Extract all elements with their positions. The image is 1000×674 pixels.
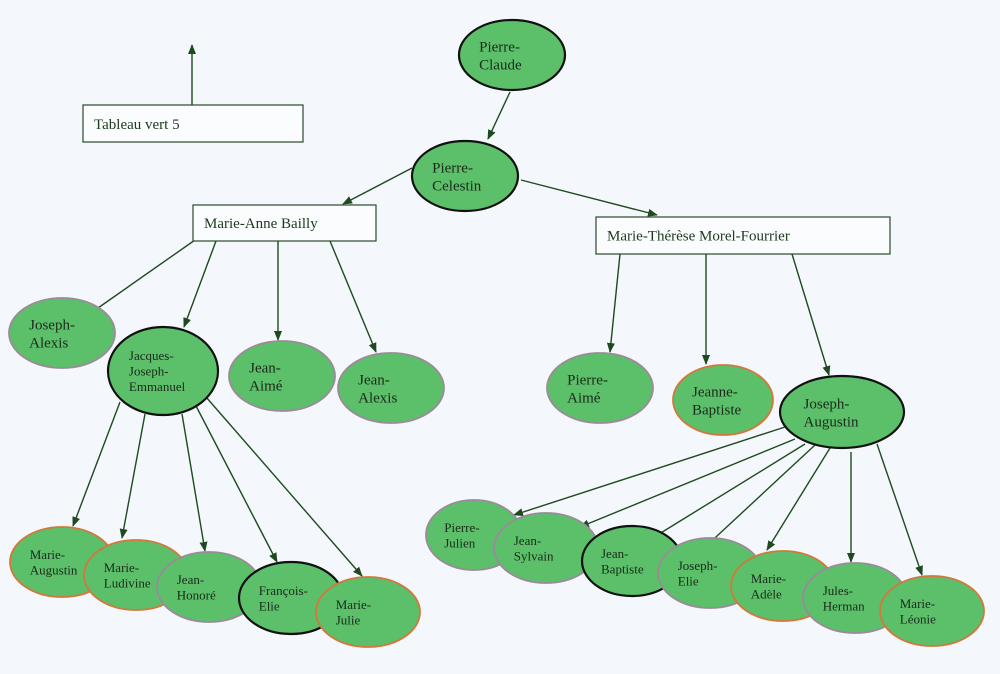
title-box-group: Tableau vert 5 (82, 44, 304, 143)
person-name-line: Marie- (751, 571, 786, 586)
person-name-line: Marie- (30, 547, 65, 562)
edge-joseph-augustin-to-marie-adele (766, 447, 831, 551)
person-name-line: Honoré (177, 587, 216, 602)
person-name-line: Joseph- (29, 317, 75, 333)
spouse-name: Marie-Thérèse Morel-Fourrier (607, 229, 790, 245)
person-name-line: Aimé (249, 378, 283, 394)
edge-jacques-joseph-emmanuel-to-francois-elie (194, 403, 278, 563)
person-name-line: Jean- (249, 360, 281, 376)
person-ellipse (546, 352, 654, 424)
edge-joseph-augustin-to-pierre-julien (513, 426, 786, 517)
person-name-line: Adèle (751, 586, 782, 601)
spouse-name: Marie-Anne Bailly (204, 216, 318, 232)
person-node-jean-baptiste: Jean-Baptiste (580, 524, 684, 598)
edge-jacques-joseph-emmanuel-to-marie-augustin (72, 401, 121, 527)
person-name-line: Joseph- (804, 396, 850, 412)
edge-marie-anne-bailly-to-joseph-alexis (87, 239, 196, 316)
person-node-jeanne-baptiste: Jeanne- Baptiste (672, 364, 774, 436)
person-name-line: Aimé (567, 390, 601, 406)
person-name-line: Pierre- (479, 39, 520, 55)
person-node-jean-alexis: Jean- Alexis (337, 352, 445, 424)
person-node-marie-julie: Marie-Julie (315, 576, 421, 648)
person-name-line: Jacques- (129, 348, 174, 363)
person-name-line: Emmanuel (129, 379, 186, 394)
person-node-joseph-augustin: Joseph- Augustin (778, 374, 906, 450)
person-ellipse (672, 364, 774, 436)
title-box-label: Tableau vert 5 (94, 117, 180, 133)
spouse-box-marie-anne-bailly: Marie-Anne Bailly (192, 204, 377, 242)
edge-jacques-joseph-emmanuel-to-jean-honore (181, 413, 208, 552)
person-ellipse (8, 297, 116, 369)
edge-joseph-augustin-to-marie-leonie (876, 443, 923, 576)
person-name-line: Baptiste (601, 561, 644, 576)
person-ellipse (337, 352, 445, 424)
edge-joseph-augustin-to-joseph-elie (702, 444, 816, 550)
person-node-pierre-claude: Pierre- Claude (457, 18, 567, 92)
person-name-line: Pierre- (444, 520, 479, 535)
person-ellipse (410, 139, 520, 213)
spouse-box-frame (192, 204, 377, 242)
edge-marie-anne-bailly-to-jacques-joseph-emmanuel (183, 240, 217, 328)
person-node-pierre-aime: Pierre- Aimé (546, 352, 654, 424)
edge-joseph-augustin-to-jean-baptiste (650, 443, 806, 540)
person-name-line: Claude (479, 57, 522, 73)
edges-layer (72, 91, 923, 577)
edge-pierre-celestin-to-marie-therese-morel-fourrier (520, 179, 658, 217)
person-name-line: Pierre- (432, 160, 473, 176)
person-name-line: Augustin (30, 562, 78, 577)
person-name-line: Jeanne- (692, 384, 738, 400)
person-ellipse (879, 575, 985, 647)
person-name-line: Celestin (432, 178, 482, 194)
person-name-line: Marie- (104, 560, 139, 575)
person-node-jacques-joseph-emmanuel: Jacques-Joseph-Emmanuel (106, 325, 220, 417)
edge-marie-therese-morel-fourrier-to-joseph-augustin (791, 253, 831, 376)
edge-joseph-augustin-to-jean-sylvain (579, 438, 796, 528)
edge-pierre-claude-to-pierre-celestin (487, 91, 511, 140)
person-name-line: Jean- (601, 546, 628, 561)
edge-pierre-celestin-to-marie-anne-bailly (342, 167, 413, 205)
person-name-line: Alexis (29, 335, 68, 351)
person-name-line: Léonie (900, 611, 936, 626)
person-name-line: Baptiste (692, 402, 742, 418)
person-name-line: Alexis (358, 390, 397, 406)
person-node-jean-sylvain: Jean-Sylvain (493, 512, 599, 584)
person-name-line: Jean- (177, 572, 204, 587)
person-node-pierre-celestin: Pierre- Celestin (410, 139, 520, 213)
person-ellipse (315, 576, 421, 648)
spouse-box-frame (595, 216, 891, 255)
person-name-line: Jean- (514, 533, 541, 548)
person-name-line: Jules- (823, 583, 853, 598)
person-name-line: Jean- (358, 372, 390, 388)
person-node-jean-aime: Jean- Aimé (228, 340, 336, 412)
person-name-line: Julie (336, 612, 361, 627)
edge-marie-anne-bailly-to-jean-alexis (329, 240, 377, 353)
edge-jacques-joseph-emmanuel-to-marie-julie (205, 396, 363, 577)
person-ellipse (228, 340, 336, 412)
nodes-layer: Pierre-ClaudePierre-CelestinJoseph-Alexi… (8, 18, 985, 648)
person-name-line: François- (259, 583, 308, 598)
person-name-line: Julien (444, 535, 476, 550)
person-node-joseph-alexis: Joseph- Alexis (8, 297, 116, 369)
person-name-line: Elie (678, 573, 699, 588)
person-name-line: Herman (823, 598, 865, 613)
person-name-line: Joseph- (129, 364, 169, 379)
title-box (82, 104, 304, 143)
person-ellipse (778, 374, 906, 450)
person-name-line: Joseph- (678, 558, 718, 573)
person-name-line: Elie (259, 598, 280, 613)
person-ellipse (106, 325, 220, 417)
person-name-line: Pierre- (567, 372, 608, 388)
person-name-line: Ludivine (104, 575, 151, 590)
edge-jacques-joseph-emmanuel-to-marie-ludivine (119, 413, 146, 539)
person-ellipse (457, 18, 567, 92)
person-name-line: Sylvain (514, 548, 554, 563)
edge-marie-therese-morel-fourrier-to-pierre-aime (606, 253, 621, 353)
person-name-line: Marie- (336, 597, 371, 612)
person-node-marie-leonie: Marie-Léonie (879, 575, 985, 647)
person-name-line: Marie- (900, 596, 935, 611)
spouse-box-marie-therese-morel-fourrier: Marie-Thérèse Morel-Fourrier (595, 216, 891, 255)
person-name-line: Augustin (804, 414, 860, 430)
